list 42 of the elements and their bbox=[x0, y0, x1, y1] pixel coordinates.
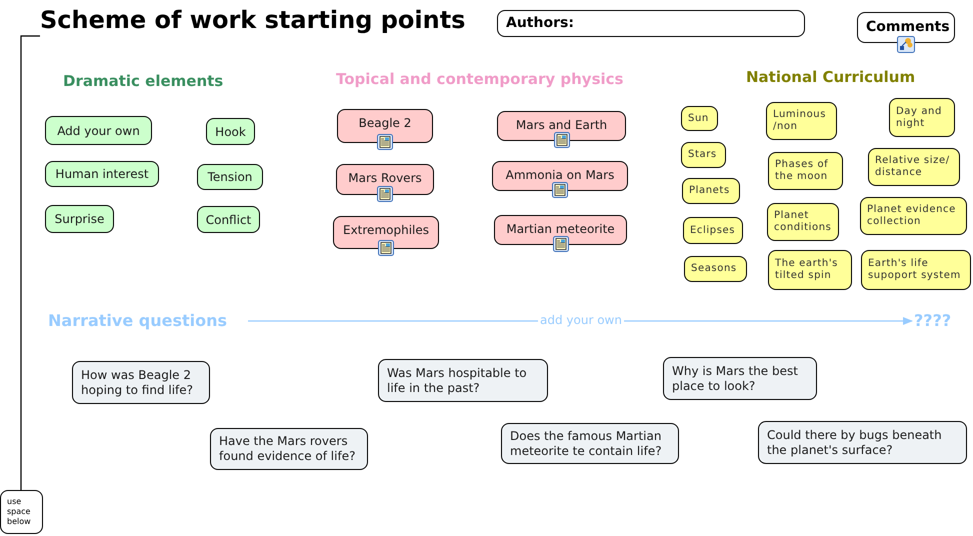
curriculum-box: Eclipses bbox=[683, 217, 743, 244]
element-box: Surprise bbox=[45, 205, 114, 233]
element-box: Conflict bbox=[197, 206, 260, 233]
topic-box: Ammonia on Mars bbox=[492, 161, 628, 191]
curriculum-box: Day and night bbox=[889, 98, 955, 137]
section-heading: National Curriculum bbox=[746, 67, 916, 88]
title-text: Scheme of work starting points bbox=[40, 2, 470, 38]
curriculum-box: Seasons bbox=[684, 256, 747, 282]
curriculum-box: The earth's tilted spin bbox=[768, 250, 852, 290]
curriculum-box: Phases of the moon bbox=[768, 152, 843, 190]
topic-box: Extremophiles bbox=[333, 216, 439, 249]
element-box: Hook bbox=[206, 118, 255, 145]
question-box: Have the Mars rovers found evidence of life? bbox=[210, 428, 368, 470]
curriculum-box: Stars bbox=[681, 142, 726, 168]
curriculum-box: Planet evidence collection bbox=[860, 197, 967, 235]
topic-box: Martian meteorite bbox=[494, 215, 627, 245]
section-heading: Topical and contemporary physics bbox=[336, 69, 624, 90]
question-box: Could there by bugs beneath the planet's surface? bbox=[758, 421, 967, 464]
note-box: use space below bbox=[0, 490, 43, 534]
connector-line bbox=[20, 35, 40, 490]
topic-box: Beagle 2 bbox=[337, 109, 433, 143]
topic-box: Mars and Earth bbox=[497, 111, 626, 141]
curriculum-box: Planets bbox=[682, 178, 740, 204]
question-box: How was Beagle 2 hoping to find life? bbox=[72, 361, 210, 404]
curriculum-box: Planet conditions bbox=[767, 203, 839, 241]
narrative-text: Narrative questions bbox=[48, 309, 248, 333]
question-box: Does the famous Martian meteorite te contain life? bbox=[501, 423, 679, 464]
narrative-text: ???? bbox=[914, 309, 966, 333]
topic-box: Mars Rovers bbox=[336, 164, 434, 195]
element-box: Tension bbox=[197, 164, 263, 190]
question-box: Was Mars hospitable to life in the past? bbox=[378, 359, 548, 402]
question-box: Why is Mars the best place to look? bbox=[663, 357, 817, 400]
curriculum-box: Sun bbox=[681, 106, 718, 131]
header-box: Authors: bbox=[497, 10, 805, 37]
curriculum-box: Earth's life supoport system bbox=[861, 250, 971, 290]
section-heading: Dramatic elements bbox=[63, 71, 224, 92]
element-box: Add your own bbox=[45, 116, 152, 145]
curriculum-box: Relative size/ distance bbox=[868, 148, 960, 186]
element-box: Human interest bbox=[45, 161, 159, 187]
header-box: Comments bbox=[857, 12, 955, 43]
edge-label: add your own bbox=[538, 313, 624, 327]
curriculum-box: Luminous /non bbox=[766, 102, 837, 140]
